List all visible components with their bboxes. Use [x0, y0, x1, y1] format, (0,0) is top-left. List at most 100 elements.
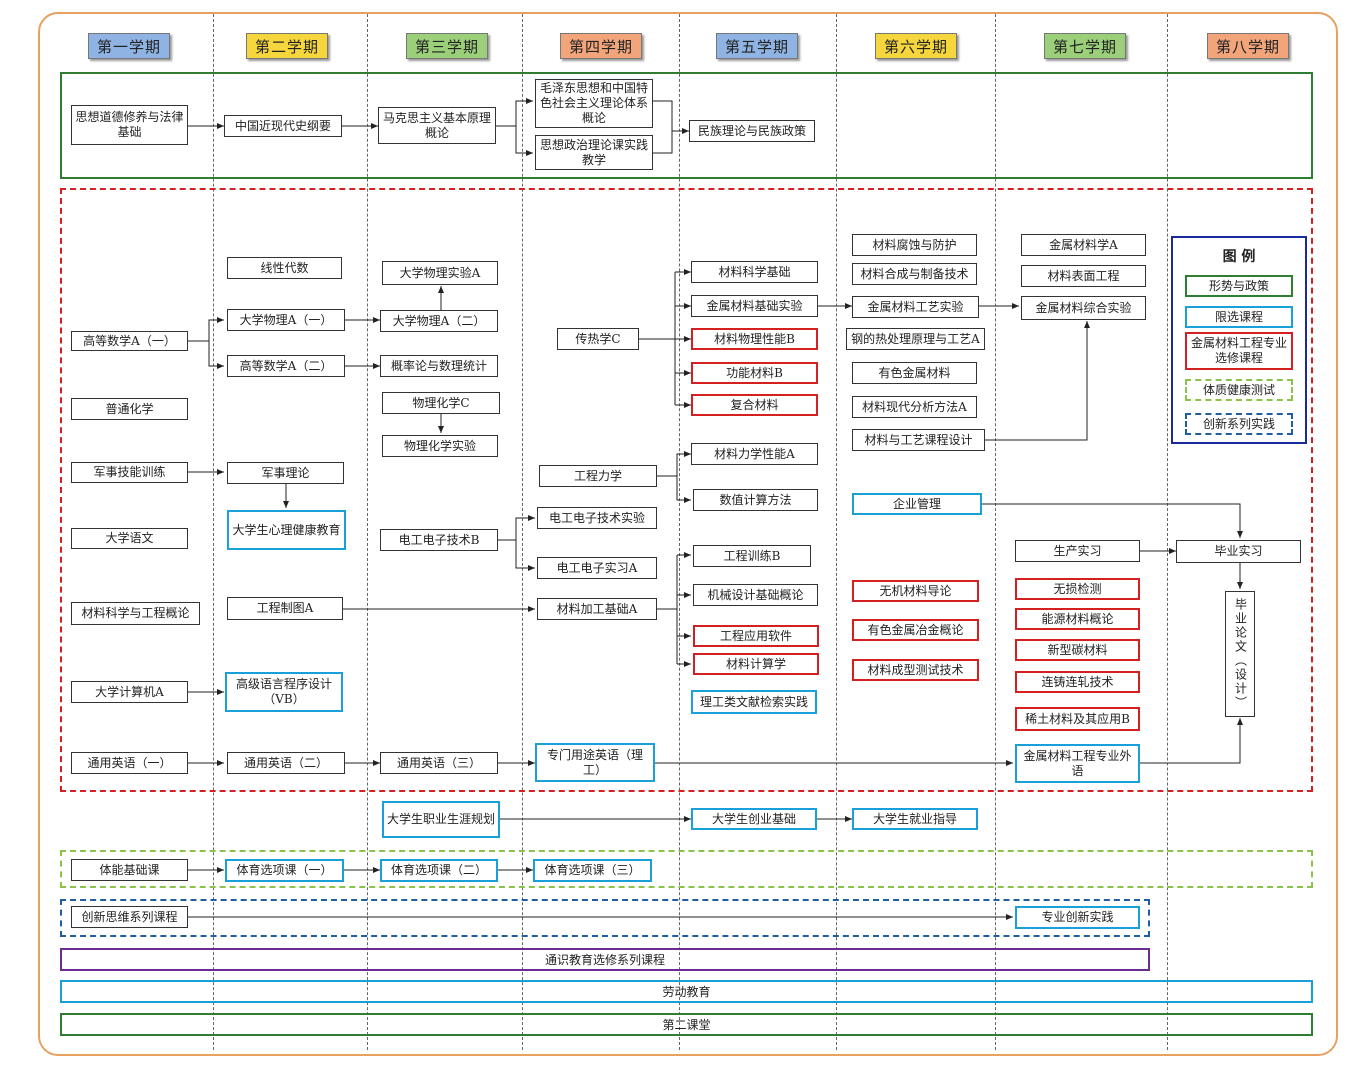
innovation-group-frame [60, 899, 1150, 937]
course-box-restricted: 专门用途英语（理工） [535, 743, 655, 782]
course-box-elective: 无损检测 [1015, 578, 1140, 600]
course-box: 材料表面工程 [1021, 265, 1146, 287]
course-box: 电工电子实习A [537, 557, 657, 579]
semester-divider [1167, 14, 1168, 1050]
semester-divider [367, 14, 368, 1050]
semester-divider [836, 14, 837, 1050]
course-box-elective: 连铸连轧技术 [1015, 671, 1140, 693]
course-box: 材料现代分析方法A [852, 396, 977, 418]
course-box: 军事技能训练 [71, 462, 188, 483]
course-box: 金属材料学A [1021, 234, 1146, 256]
course-box: 通用英语（二） [227, 752, 345, 774]
course-box-restricted: 高级语言程序设计（VB） [225, 672, 343, 712]
course-box: 工程力学 [539, 465, 657, 487]
labor-education-bar: 劳动教育 [60, 980, 1313, 1003]
legend-item-innovation: 创新系列实践 [1185, 413, 1293, 435]
course-box-elective: 能源材料概论 [1015, 608, 1140, 630]
second-classroom-bar: 第二课堂 [60, 1013, 1313, 1036]
course-box: 物理化学C [382, 392, 500, 414]
semester-header-2: 第二学期 [246, 33, 328, 59]
course-box: 金属材料工艺实验 [852, 296, 979, 318]
semester-header-4: 第四学期 [560, 33, 642, 59]
course-box-elective: 有色金属冶金概论 [852, 619, 979, 641]
course-box: 材料力学性能A [691, 443, 818, 465]
course-box: 工程制图A [227, 597, 343, 620]
course-box-restricted: 大学生心理健康教育 [227, 510, 346, 550]
course-box-restricted: 企业管理 [852, 493, 982, 515]
semester-header-3: 第三学期 [406, 33, 488, 59]
course-box: 普通化学 [71, 398, 188, 420]
course-box: 金属材料综合实验 [1021, 296, 1146, 320]
semester-header-8: 第八学期 [1207, 33, 1289, 59]
major-group-frame [60, 188, 1313, 792]
general-elective-bar: 通识教育选修系列课程 [60, 948, 1150, 971]
course-box-elective: 新型碳材料 [1015, 639, 1140, 661]
course-box: 工程训练B [693, 545, 811, 567]
legend: 图 例 形势与政策 限选课程 金属材料工程专业选修课程 体质健康测试 创新系列实… [1171, 236, 1307, 444]
course-box-elective: 稀土材料及其应用B [1015, 707, 1140, 731]
course-box: 通用英语（三） [380, 752, 498, 774]
outer-frame [38, 12, 1338, 1056]
course-box-restricted: 体育选项课（三） [533, 859, 652, 882]
course-box: 思想政治理论课实践教学 [535, 135, 653, 170]
course-box: 毕业实习 [1176, 540, 1301, 563]
course-box: 军事理论 [227, 462, 344, 484]
legend-title: 图 例 [1222, 249, 1256, 265]
course-box: 钢的热处理原理与工艺A [846, 328, 985, 350]
course-box: 线性代数 [227, 257, 342, 279]
legend-item-politics: 形势与政策 [1185, 275, 1293, 297]
course-box: 材料科学与工程概论 [71, 602, 200, 625]
course-box: 材料腐蚀与防护 [852, 234, 977, 256]
course-box: 金属材料基础实验 [691, 295, 818, 317]
course-box: 材料加工基础A [537, 598, 657, 620]
course-box: 有色金属材料 [852, 362, 977, 384]
semester-header-1: 第一学期 [88, 33, 170, 59]
course-box: 大学物理A（一） [227, 309, 345, 331]
course-box: 中国近现代史纲要 [224, 115, 342, 137]
course-box: 传热学C [557, 328, 639, 350]
course-box: 体能基础课 [71, 859, 188, 881]
semester-divider [995, 14, 996, 1050]
legend-item-elective: 金属材料工程专业选修课程 [1185, 332, 1293, 370]
course-box-elective: 功能材料B [691, 362, 818, 384]
semester-divider [522, 14, 523, 1050]
semester-header-6: 第六学期 [875, 33, 957, 59]
course-box: 材料合成与制备技术 [852, 263, 977, 285]
course-box: 创新思维系列课程 [71, 906, 188, 928]
course-box: 毛泽东思想和中国特色社会主义理论体系概论 [535, 79, 653, 128]
politics-group-frame [60, 72, 1313, 179]
course-box-elective: 复合材料 [691, 394, 818, 416]
course-box: 大学计算机A [71, 681, 188, 703]
course-box: 思想道德修养与法律基础 [71, 105, 188, 145]
course-box-restricted: 专业创新实践 [1015, 906, 1140, 929]
course-box: 电工电子技术B [380, 529, 498, 551]
course-box: 大学语文 [71, 528, 188, 549]
course-box-elective: 材料计算学 [693, 653, 819, 675]
course-box: 数值计算方法 [693, 489, 818, 511]
course-box-elective: 材料物理性能B [691, 328, 818, 350]
pe-group-frame [60, 850, 1313, 888]
course-box-restricted: 体育选项课（二） [380, 859, 498, 882]
course-box: 民族理论与民族政策 [689, 120, 815, 142]
course-box: 高等数学A（一） [71, 331, 188, 351]
course-box-restricted: 理工类文献检索实践 [691, 690, 817, 714]
course-box: 材料科学基础 [691, 261, 818, 283]
course-box-restricted: 大学生职业生涯规划 [382, 801, 500, 838]
course-box: 高等数学A（二） [227, 355, 345, 377]
semester-divider [213, 14, 214, 1050]
course-box: 大学物理A（二） [380, 310, 498, 332]
course-box: 物理化学实验 [382, 435, 498, 457]
legend-item-restricted: 限选课程 [1185, 306, 1293, 328]
course-box-restricted: 体育选项课（一） [225, 859, 344, 882]
course-box: 概率论与数理统计 [380, 355, 498, 377]
semester-header-7: 第七学期 [1044, 33, 1126, 59]
course-box: 毕业论文（设计） [1225, 591, 1255, 717]
course-box: 通用英语（一） [71, 752, 188, 774]
course-box: 马克思主义基本原理概论 [378, 107, 496, 144]
semester-header-5: 第五学期 [716, 33, 798, 59]
semester-divider [679, 14, 680, 1050]
course-box: 电工电子技术实验 [537, 507, 657, 529]
course-box-restricted: 大学生就业指导 [852, 808, 978, 830]
course-box: 大学物理实验A [382, 261, 498, 285]
